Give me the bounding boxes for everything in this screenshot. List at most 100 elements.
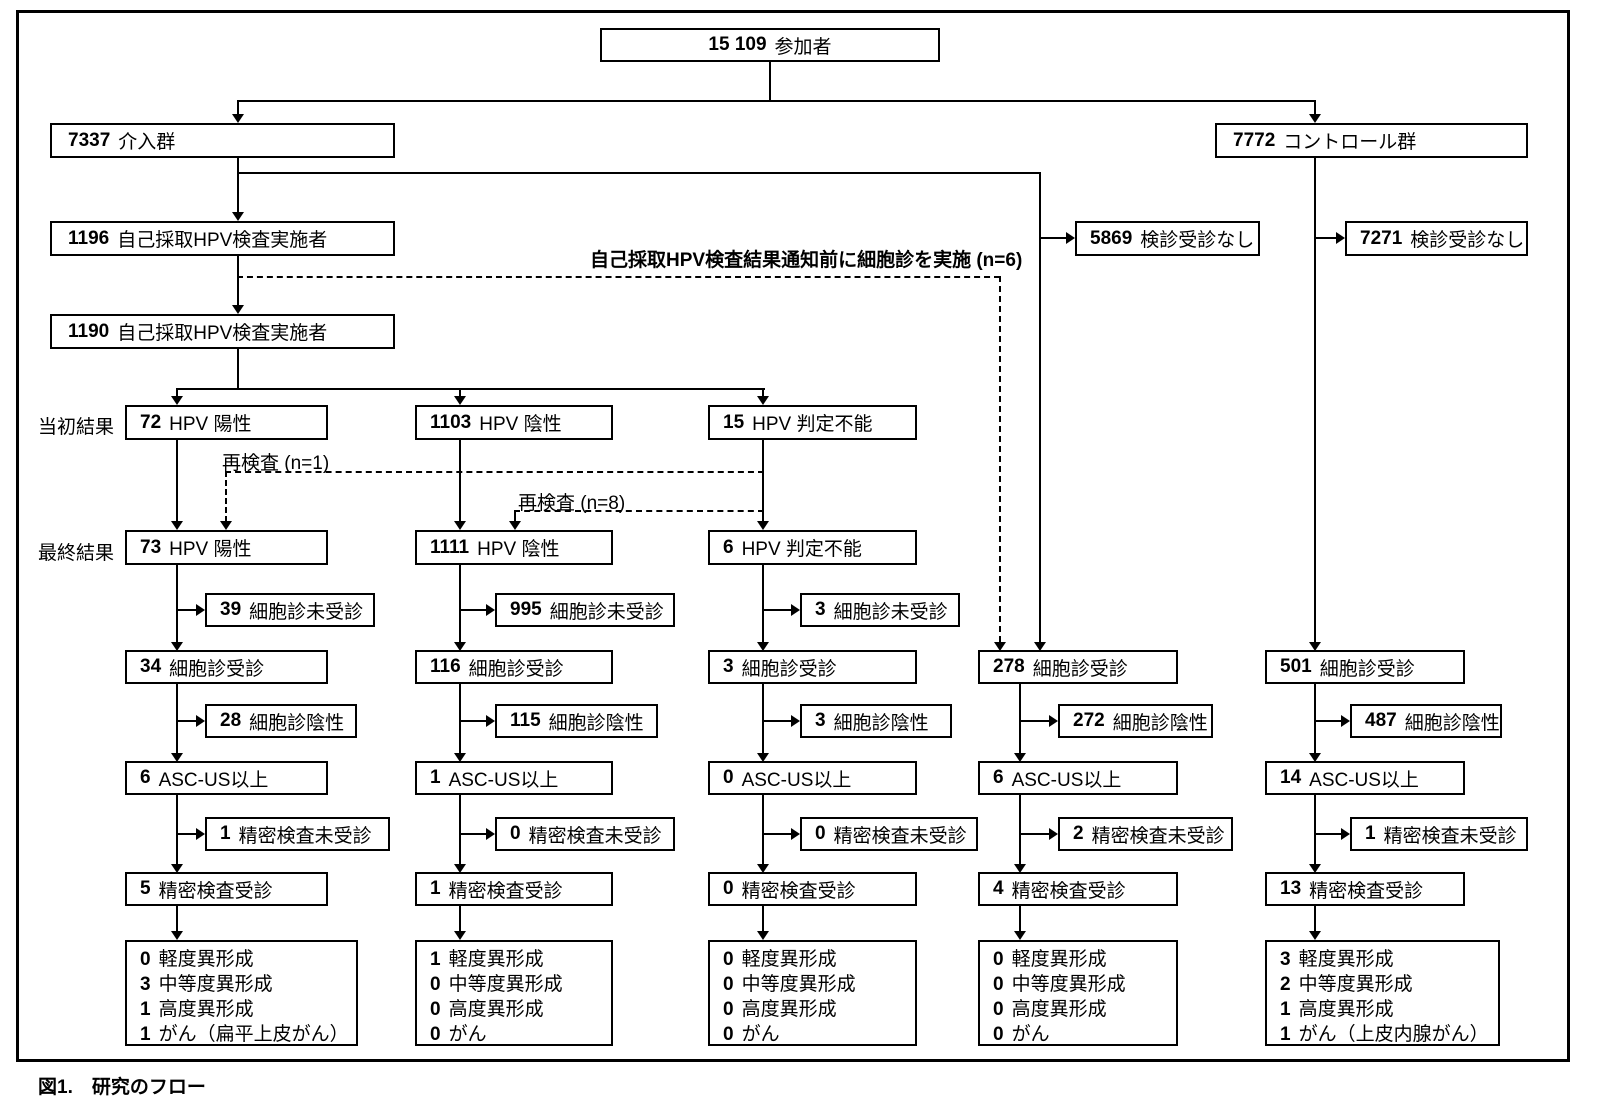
arrowhead-down bbox=[1014, 931, 1026, 940]
flow-line-h bbox=[1019, 833, 1050, 835]
label: 細胞診受診 bbox=[468, 658, 564, 680]
label: 細胞診未受診 bbox=[249, 601, 364, 623]
label: がん（上皮内腺がん） bbox=[1298, 1024, 1489, 1045]
count: 6 bbox=[723, 536, 734, 558]
count: 116 bbox=[430, 656, 461, 677]
label: 精密検査受診 bbox=[1309, 880, 1424, 902]
c1-workup-attended-box: 5 精密検査受診 bbox=[125, 872, 328, 906]
label: 精密検査未受診 bbox=[1091, 825, 1225, 847]
label: 精密検査受診 bbox=[741, 880, 856, 902]
c2-cytology-attended-box: 116 細胞診受診 bbox=[415, 650, 613, 684]
dashed-line-v bbox=[514, 510, 516, 522]
count: 5 bbox=[140, 878, 151, 899]
flow-line-h bbox=[762, 720, 792, 722]
arrowhead-down bbox=[171, 753, 183, 762]
arrowhead-right bbox=[1066, 232, 1075, 244]
flow-line-v bbox=[769, 62, 771, 100]
flow-line-h bbox=[237, 100, 1316, 102]
label: 細胞診受診 bbox=[1319, 658, 1415, 680]
label: 細胞診受診 bbox=[1032, 658, 1128, 680]
count: 0 bbox=[510, 823, 521, 844]
count: 1103 bbox=[430, 411, 472, 433]
arrowhead-right bbox=[1336, 232, 1345, 244]
label: 軽度異形成 bbox=[741, 949, 837, 970]
label: がん bbox=[741, 1024, 780, 1045]
arrowhead-right bbox=[486, 604, 495, 616]
label: 高度異形成 bbox=[1298, 999, 1394, 1020]
participants-label: 参加者 bbox=[774, 36, 832, 58]
initial-result-row-label: 当初結果 bbox=[38, 417, 115, 438]
arrowhead-down bbox=[994, 642, 1006, 651]
flow-line-v bbox=[176, 440, 178, 522]
count: 1 bbox=[430, 767, 441, 788]
initial-hpv-negative-box: 1103 HPV 陰性 bbox=[415, 405, 613, 440]
count: 1111 bbox=[430, 536, 470, 558]
count: 0 bbox=[140, 949, 151, 970]
label: HPV 陰性 bbox=[479, 414, 562, 435]
flow-line-v bbox=[1314, 795, 1316, 864]
flow-line-v bbox=[459, 795, 461, 864]
flow-line-v bbox=[176, 795, 178, 864]
count: 2 bbox=[1073, 823, 1084, 844]
self-test-1196-count: 1196 bbox=[68, 227, 110, 249]
flow-line-h bbox=[1314, 237, 1337, 239]
count: 0 bbox=[723, 878, 734, 899]
label: 精密検査受診 bbox=[1011, 880, 1126, 902]
count: 73 bbox=[140, 536, 162, 558]
label: 精密検査受診 bbox=[448, 880, 563, 902]
count: 115 bbox=[510, 710, 541, 731]
label: 細胞診未受診 bbox=[549, 601, 664, 623]
label: 高度異形成 bbox=[158, 999, 254, 1020]
flow-line-h bbox=[762, 609, 792, 611]
count: 995 bbox=[510, 599, 542, 620]
arrowhead-down bbox=[454, 753, 466, 762]
label: 精密検査受診 bbox=[158, 880, 273, 902]
flow-line-v bbox=[176, 684, 178, 753]
count: 0 bbox=[815, 823, 826, 844]
intervention-label: 介入群 bbox=[118, 132, 176, 153]
flow-line-h bbox=[237, 172, 1041, 174]
flow-line-v bbox=[762, 388, 764, 397]
flow-line-v bbox=[237, 256, 239, 306]
arrowhead-down bbox=[220, 521, 232, 530]
label: 高度異形成 bbox=[1011, 999, 1107, 1020]
count: 487 bbox=[1365, 710, 1397, 731]
arrowhead-down bbox=[454, 931, 466, 940]
arrowhead-right bbox=[1049, 715, 1058, 727]
arrowhead-down bbox=[171, 642, 183, 651]
arrowhead-right bbox=[791, 604, 800, 616]
label: がん（扁平上皮がん） bbox=[158, 1024, 349, 1045]
dashed-line-v bbox=[999, 276, 1001, 642]
count: 1 bbox=[140, 1024, 151, 1045]
arrowhead-down bbox=[1309, 114, 1321, 123]
label: 高度異形成 bbox=[741, 999, 837, 1020]
flow-line-v bbox=[1019, 795, 1021, 864]
count: 1 bbox=[430, 949, 441, 970]
flow-line-h bbox=[176, 720, 197, 722]
arrowhead-down bbox=[757, 753, 769, 762]
flow-line-v bbox=[237, 349, 239, 388]
flow-line-v bbox=[1314, 158, 1316, 642]
figure-caption: 図1. 研究のフロー bbox=[38, 1077, 206, 1098]
flow-line-h bbox=[176, 609, 197, 611]
